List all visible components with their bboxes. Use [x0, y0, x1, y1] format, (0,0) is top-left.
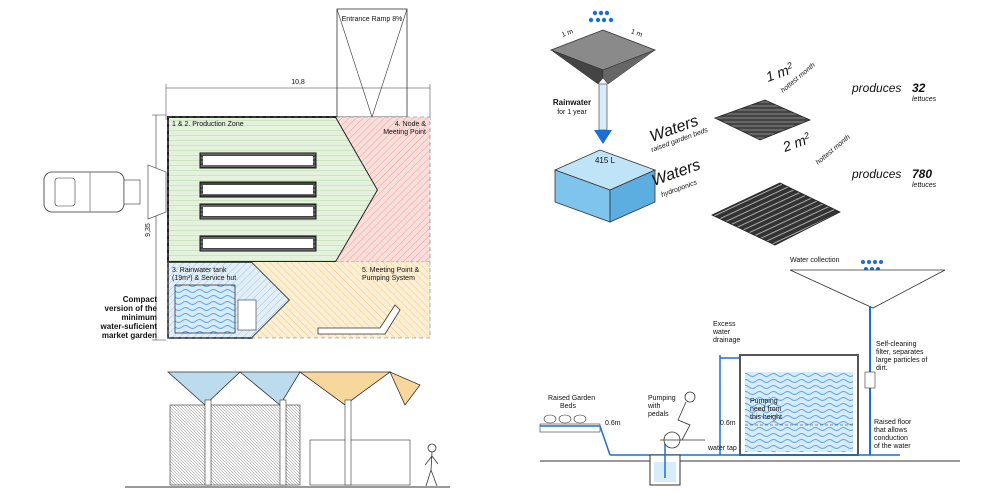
produces-2-label: produces [851, 167, 901, 181]
pumping-zone-label-1: 5. Meeting Point & [362, 267, 420, 274]
dimension-1m-a: 1 m [561, 28, 575, 39]
entrance-ramp-label: Entrance Ramp 8% [342, 16, 403, 23]
count-2-label: 780 [912, 167, 932, 181]
area-2-label: 2 m2 [780, 130, 813, 155]
tank-zone-label-1: 3. Rainwater tank [172, 267, 227, 274]
floor-label-2: that allows [874, 427, 908, 434]
hottest-2-label: hottest month [815, 134, 852, 167]
svg-text:minimum: minimum [121, 313, 157, 322]
water-volume-cube: 415 L [553, 149, 657, 223]
area-1-label: 1 m2 [764, 60, 796, 85]
entrance-ramp: Entrance Ramp 8% [336, 8, 408, 118]
excess-label-2: water [712, 329, 731, 336]
floor-label-1: Raised floor [874, 419, 912, 426]
truck-icon [43, 164, 167, 220]
excess-label-3: drainage [713, 337, 740, 344]
plan-caption: Compact version of the minimum water-suf… [100, 295, 158, 340]
svg-text:water-suficient: water-suficient [100, 322, 158, 331]
width-dimension: 10,8 [165, 79, 431, 120]
pump-need-label-3: this height [750, 414, 782, 421]
hydroponics-2m2 [711, 182, 841, 246]
garden-beds [199, 152, 317, 252]
floor-plan: Entrance Ramp 8% 10,8 9,35 [43, 8, 431, 341]
node-zone-label-1: 4. Node & [395, 121, 426, 128]
floor-label-4: of the water [874, 443, 911, 450]
svg-text:version of the: version of the [105, 304, 158, 313]
count-1-label: 32 [912, 81, 926, 95]
dimension-1m-b: 1 m [630, 28, 644, 39]
elevation [125, 371, 450, 488]
water-yield-diagram: 1 m 1 m Rainwater for 1 year 415 L Water… [549, 10, 937, 246]
rainwater-label-2: for 1 year [557, 109, 587, 116]
raised-bed-1m2 [713, 99, 812, 141]
rain-drops-icon [588, 10, 614, 23]
height-dimension-label: 9,35 [145, 223, 152, 237]
node-zone-label-2: Meeting Point [383, 129, 426, 136]
tank-volume-label: 415 L [595, 156, 616, 165]
lettuce-icon [543, 414, 587, 424]
produces-1-label: produces [851, 81, 901, 95]
pedal-pump-person-icon [660, 391, 705, 449]
pump-need-label-1: Pumping [750, 398, 778, 405]
person-icon [424, 443, 439, 487]
height-a-label: 0.6m [605, 420, 621, 427]
raised-beds-label-2: Beds [560, 403, 576, 410]
production-zone-label: 1 & 2. Production Zone [172, 121, 244, 128]
raised-beds-label-1: Raised Garden [548, 395, 595, 402]
height-b-label: 0.6m [720, 420, 736, 427]
width-dimension-label: 10,8 [291, 79, 305, 86]
filter-label-4: dirt. [876, 365, 888, 372]
pumping-label-1: Pumping [648, 395, 676, 402]
node-meeting-zone [336, 117, 430, 262]
svg-text:market garden: market garden [102, 331, 157, 340]
excess-label-1: Excess [713, 321, 736, 328]
pumping-label-2: with [647, 403, 661, 410]
collection-rain-icon [861, 260, 883, 271]
water-tap-label: water tap [707, 445, 737, 452]
filter-label-3: large particles of [876, 357, 927, 364]
pumping-label-3: pedals [648, 411, 669, 418]
height-dimension: 9,35 [145, 114, 166, 341]
filter-label-1: Self-cleaning [876, 341, 917, 348]
pumping-zone-label-2: Pumping System [362, 275, 415, 282]
filter-label-2: filter, separates [876, 349, 924, 356]
water-collection-label: Water collection [790, 257, 840, 264]
water-system-section: Water collection [539, 257, 960, 486]
lettuces-1-label: lettuces [912, 96, 937, 103]
tank-zone-label-2: (19m³) & Service hut [172, 275, 236, 282]
svg-text:Compact: Compact [123, 295, 158, 304]
floor-label-3: conduction [874, 435, 908, 442]
pump-need-label-2: need from [750, 406, 782, 413]
rainwater-label-1: Rainwater [553, 98, 591, 107]
lettuces-2-label: lettuces [912, 182, 937, 189]
